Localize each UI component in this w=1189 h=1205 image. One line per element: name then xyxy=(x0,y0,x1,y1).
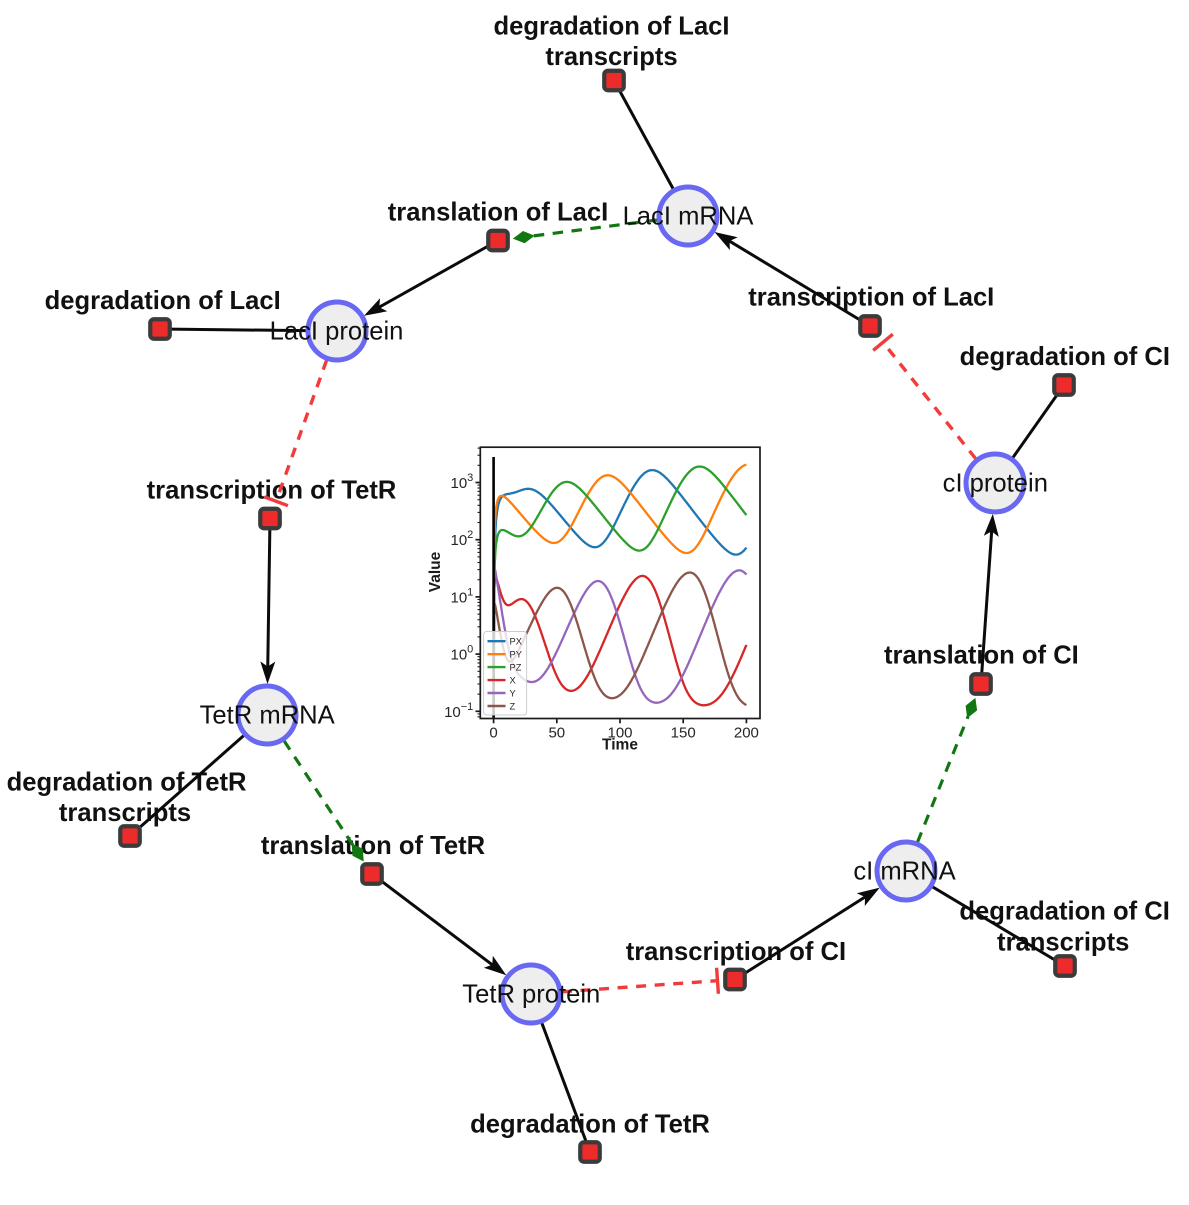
svg-text:PX: PX xyxy=(510,637,522,647)
svg-text:50: 50 xyxy=(548,725,565,742)
svg-text:cI mRNA: cI mRNA xyxy=(853,857,956,885)
svg-text:LacI protein: LacI protein xyxy=(270,317,404,345)
svg-text:degradation of TetR: degradation of TetR xyxy=(7,769,247,797)
svg-text:cI protein: cI protein xyxy=(943,469,1048,497)
svg-text:transcripts: transcripts xyxy=(59,799,191,827)
svg-text:100: 100 xyxy=(607,725,632,742)
svg-text:0: 0 xyxy=(489,725,497,742)
svg-text:degradation of LacI: degradation of LacI xyxy=(45,287,281,315)
svg-text:Time: Time xyxy=(602,737,638,754)
svg-text:degradation of LacI: degradation of LacI xyxy=(493,13,729,41)
svg-text:degradation of TetR: degradation of TetR xyxy=(470,1110,710,1138)
svg-text:TetR protein: TetR protein xyxy=(462,980,600,1008)
svg-text:PZ: PZ xyxy=(510,663,522,673)
svg-text:200: 200 xyxy=(734,725,759,742)
svg-text:translation of TetR: translation of TetR xyxy=(261,832,485,860)
svg-text:transcription of LacI: transcription of LacI xyxy=(748,284,994,312)
svg-text:transcription of CI: transcription of CI xyxy=(626,938,846,966)
svg-text:transcripts: transcripts xyxy=(545,43,677,71)
svg-text:150: 150 xyxy=(671,725,696,742)
svg-text:transcripts: transcripts xyxy=(997,928,1129,956)
svg-text:degradation of CI: degradation of CI xyxy=(959,898,1169,926)
svg-text:Value: Value xyxy=(427,551,444,592)
svg-text:Y: Y xyxy=(510,688,516,698)
svg-text:TetR mRNA: TetR mRNA xyxy=(200,701,336,729)
svg-text:degradation of CI: degradation of CI xyxy=(960,343,1170,371)
svg-text:X: X xyxy=(510,676,516,686)
svg-text:PY: PY xyxy=(510,650,522,660)
svg-text:Z: Z xyxy=(510,701,516,711)
svg-text:LacI mRNA: LacI mRNA xyxy=(623,202,755,230)
svg-text:translation of LacI: translation of LacI xyxy=(388,199,608,227)
